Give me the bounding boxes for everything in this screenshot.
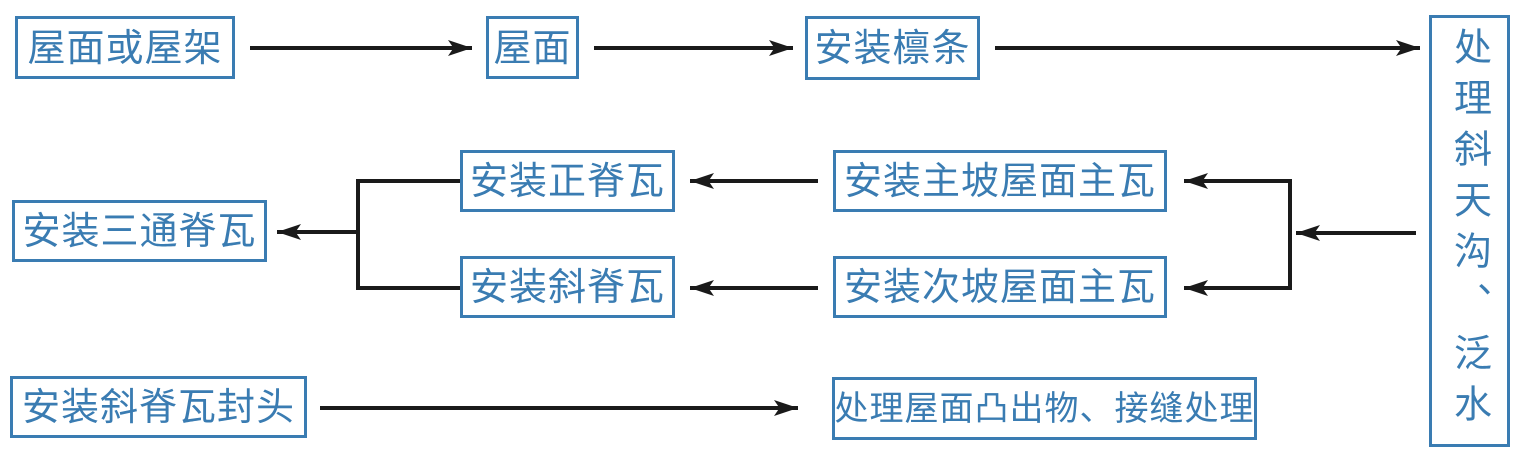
node-install-three-way-ridge-tiles-label: 安装三通脊瓦 xyxy=(22,209,257,253)
node-install-purlins-label: 安装檩条 xyxy=(814,26,971,70)
node-install-hip-ridge-tiles-label: 安装斜脊瓦 xyxy=(469,265,665,309)
node-install-ridge-tiles: 安装正脊瓦 xyxy=(460,150,675,212)
node-handle-valley-flashing-label: 处理斜天沟、泛水 xyxy=(1447,27,1492,435)
node-install-main-slope-tiles-label: 安装主坡屋面主瓦 xyxy=(843,159,1156,203)
node-install-three-way-ridge-tiles: 安装三通脊瓦 xyxy=(12,200,267,262)
node-install-main-slope-tiles: 安装主坡屋面主瓦 xyxy=(833,150,1167,212)
node-roof-or-truss-label: 屋面或屋架 xyxy=(27,25,223,70)
node-roof-label: 屋面 xyxy=(493,25,572,70)
node-handle-valley-flashing: 处理斜天沟、泛水 xyxy=(1429,15,1510,447)
node-install-hip-ridge-end-caps-label: 安装斜脊瓦封头 xyxy=(21,385,295,429)
node-install-secondary-slope-tiles-label: 安装次坡屋面主瓦 xyxy=(843,265,1156,309)
node-install-secondary-slope-tiles: 安装次坡屋面主瓦 xyxy=(833,256,1167,318)
node-roof-or-truss: 屋面或屋架 xyxy=(15,16,235,79)
node-install-hip-ridge-end-caps: 安装斜脊瓦封头 xyxy=(10,376,307,438)
node-roof: 屋面 xyxy=(486,16,579,79)
node-handle-protrusions-joints-label: 处理屋面凸出物、接缝处理 xyxy=(834,388,1255,429)
node-handle-protrusions-joints: 处理屋面凸出物、接缝处理 xyxy=(832,377,1257,440)
node-install-ridge-tiles-label: 安装正脊瓦 xyxy=(469,159,665,203)
node-install-hip-ridge-tiles: 安装斜脊瓦 xyxy=(460,256,675,318)
node-install-purlins: 安装檩条 xyxy=(805,16,980,80)
